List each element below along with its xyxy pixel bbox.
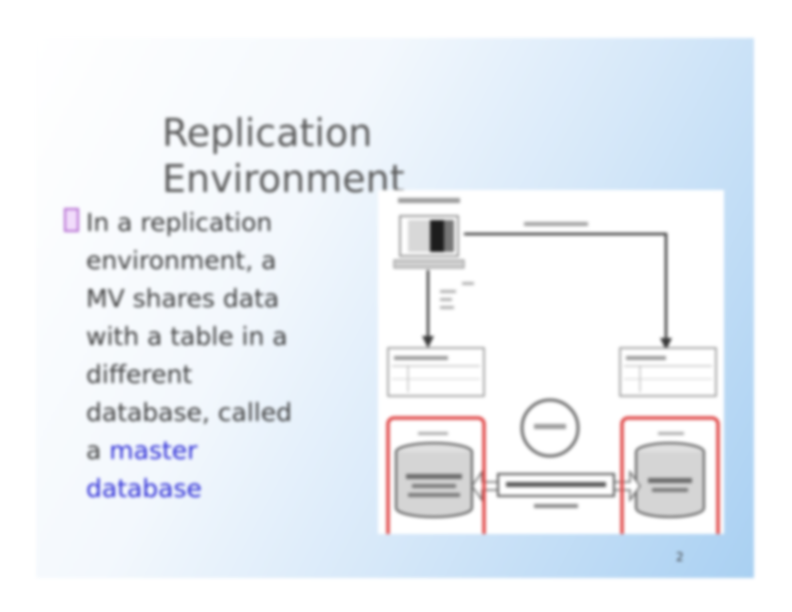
computer-icon <box>393 215 465 269</box>
materialized-view-table <box>387 347 485 397</box>
replication-diagram <box>378 190 724 534</box>
query-label-line-3 <box>440 306 454 309</box>
query-arrow-head-icon <box>422 336 434 348</box>
bullet-line-5: different <box>86 360 193 389</box>
bullet-prefix: a <box>86 436 110 465</box>
master-database-link[interactable]: master <box>109 436 198 465</box>
bullet-line-4: with a table in a <box>86 322 288 351</box>
query-label-line-2 <box>440 298 452 301</box>
bullet-line-7: a master <box>86 432 364 470</box>
bullet-line-1: In a replication <box>86 208 273 237</box>
title-line-1: Replication <box>162 111 373 155</box>
page-number: 2 <box>676 550 684 564</box>
master-database-link-cont[interactable]: database <box>86 474 202 503</box>
slide: Replication Environment In a replication… <box>36 38 754 578</box>
network-connection-box <box>497 473 615 508</box>
bullet-line-3: MV shares data <box>86 284 280 313</box>
highlight-box-left <box>386 416 486 534</box>
master-table <box>619 347 717 397</box>
bullet-text: In a replication environment, a MV share… <box>86 204 364 508</box>
update-arrow-line <box>464 232 668 340</box>
network-icon <box>520 398 580 458</box>
bullet-item: In a replication environment, a MV share… <box>64 204 364 508</box>
bullet-line-6: database, called <box>86 398 293 427</box>
slide-title: Replication Environment <box>162 110 462 202</box>
bullet-line-2: environment, a <box>86 246 277 275</box>
update-label-line <box>524 222 588 226</box>
title-line-2: Environment <box>162 157 405 201</box>
bullet-marker-icon <box>64 208 79 232</box>
update-arrow-head-icon <box>660 338 672 350</box>
highlight-box-right <box>620 416 720 534</box>
materialized-view-database-icon <box>395 432 473 518</box>
master-database-icon <box>635 432 705 518</box>
client-label-line <box>398 198 460 203</box>
query-label-line-1 <box>440 290 456 293</box>
query-label-line-4 <box>462 282 474 285</box>
